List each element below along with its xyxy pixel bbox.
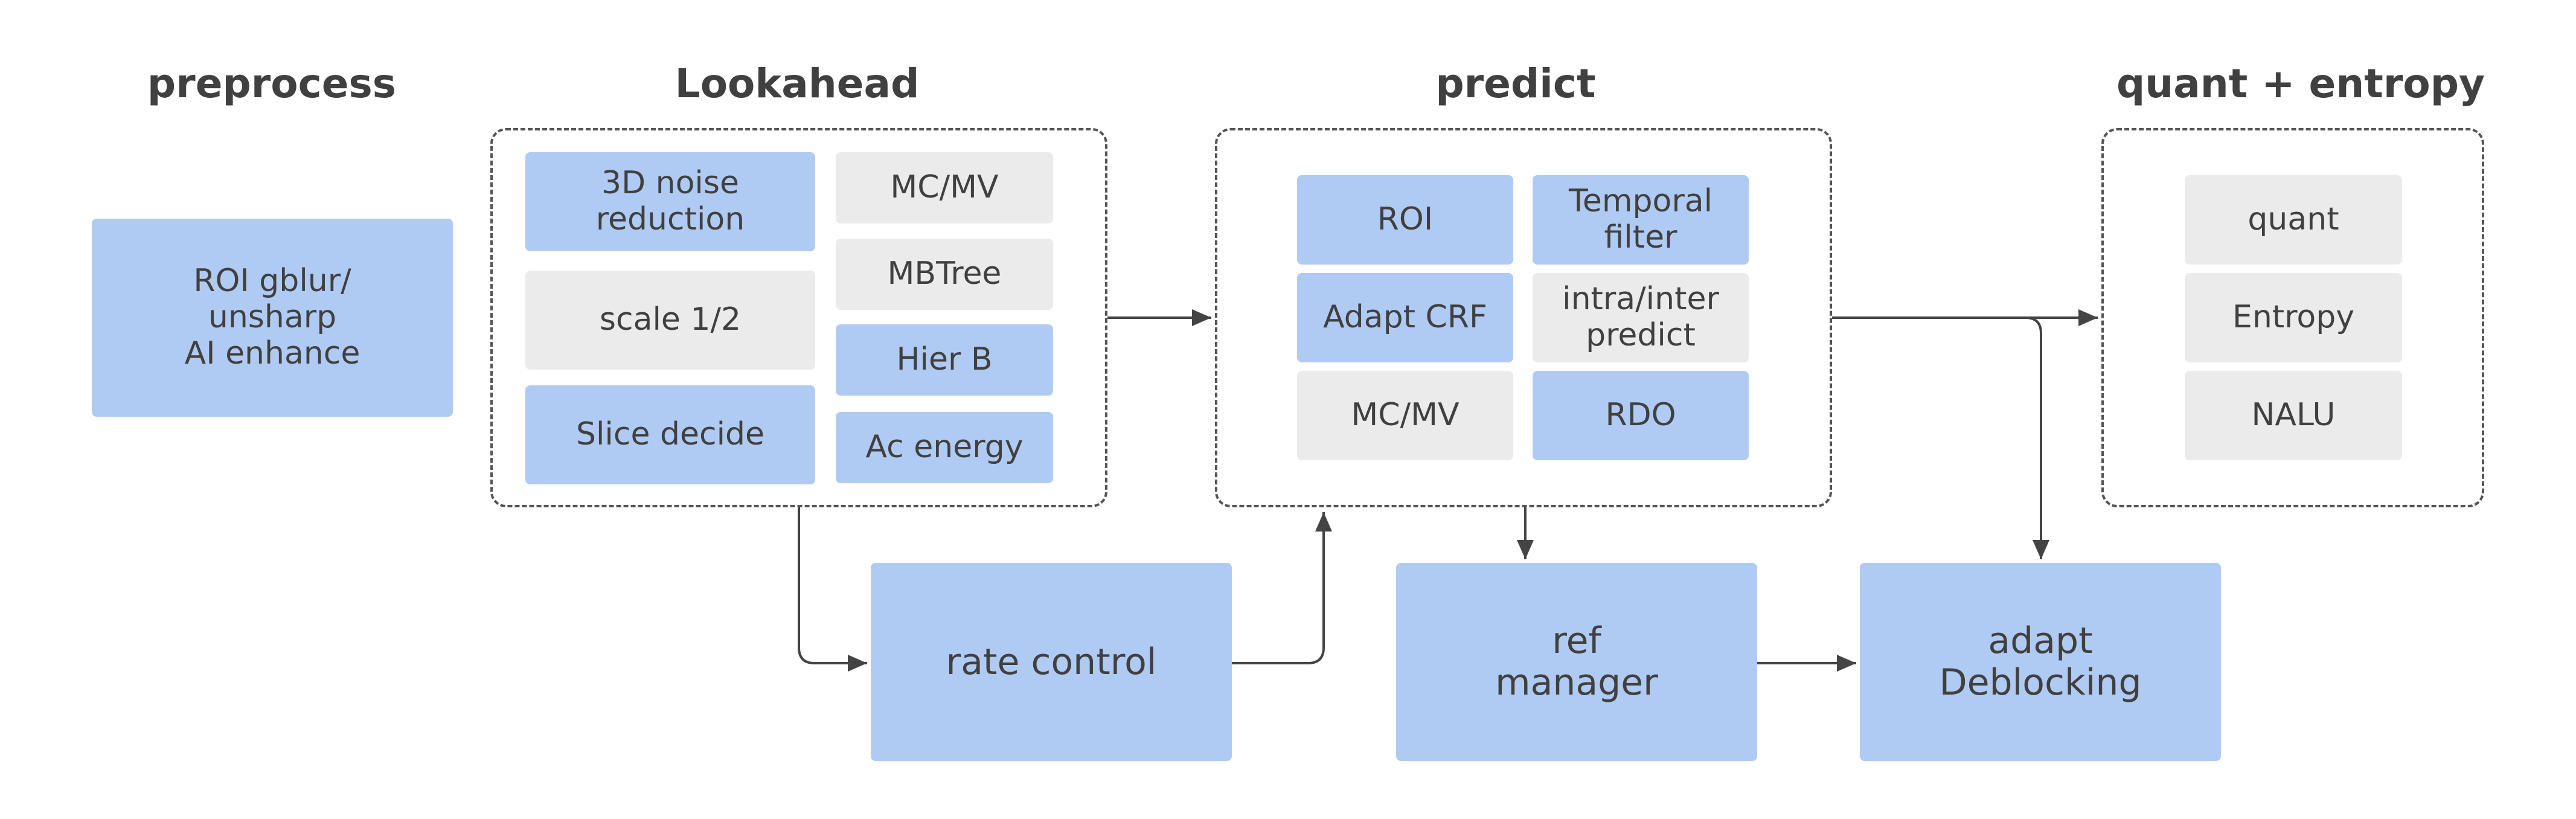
lookahead-mbtree: MBTree [836, 239, 1053, 310]
predict-roi: ROI [1297, 175, 1513, 265]
lookahead-slice-decide: Slice decide [525, 385, 815, 484]
quant-box: quant [2185, 175, 2402, 265]
predict-mc-mv: MC/MV [1297, 371, 1513, 460]
lookahead-group [490, 128, 1107, 507]
predict-rdo: RDO [1533, 371, 1749, 460]
preprocess-title: preprocess [147, 60, 397, 107]
lookahead-3d-noise-reduction: 3D noise reduction [525, 152, 815, 251]
predict-group [1215, 128, 1832, 507]
ref-manager-box: ref manager [1396, 563, 1757, 761]
lookahead-scale: scale 1/2 [525, 271, 815, 370]
arrow-lookahead-to-rate-control [798, 507, 867, 672]
quant-entropy-group [2101, 128, 2484, 507]
preprocess-box: ROI gblur/ unsharp AI enhance [92, 219, 453, 417]
arrow-predict-to-deblocking [2025, 316, 2049, 559]
lookahead-hier-b: Hier B [836, 324, 1053, 396]
arrow-rate-control-to-predict [1232, 512, 1332, 664]
lookahead-mc-mv: MC/MV [836, 152, 1053, 223]
nalu-box: NALU [2185, 371, 2402, 460]
predict-temporal-filter: Temporal filter [1533, 175, 1749, 265]
predict-intra-inter: intra/inter predict [1533, 273, 1749, 362]
entropy-box: Entropy [2185, 273, 2402, 362]
predict-adapt-crf: Adapt CRF [1297, 273, 1513, 362]
rate-control-box: rate control [871, 563, 1232, 761]
lookahead-title: Lookahead [674, 60, 920, 107]
lookahead-ac-energy: Ac energy [836, 412, 1053, 483]
predict-title: predict [1435, 60, 1596, 107]
adapt-deblocking-box: adapt Deblocking [1860, 563, 2221, 761]
quant-entropy-title: quant + entropy [2116, 60, 2485, 107]
